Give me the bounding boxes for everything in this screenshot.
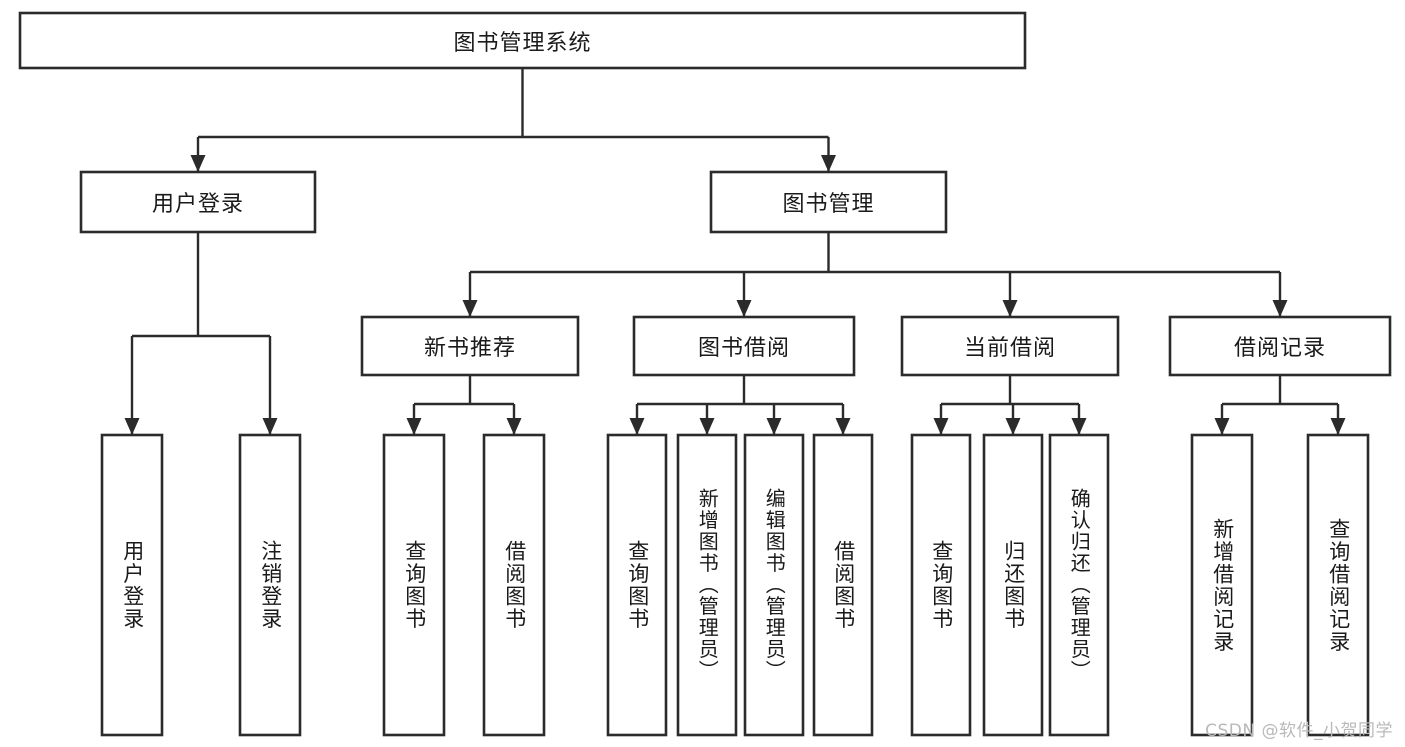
arrow-head-icon-current-borrow [1002,300,1018,317]
arrow-head-icon-leaf-borrow-book-2 [835,418,851,435]
arrow-head-icon-leaf-add-record [1214,418,1230,435]
arrow-head-icon-user-login [190,155,206,172]
node-leaf-borrow-book-1[interactable] [482,433,546,737]
node-book-manage[interactable] [709,170,948,234]
node-leaf-add-book[interactable] [676,433,738,737]
node-leaf-user-logout[interactable] [238,433,302,737]
node-user-login[interactable] [79,170,317,234]
node-leaf-query-record[interactable] [1306,433,1370,737]
arrow-head-icon-new-book-rec [462,300,478,317]
node-leaf-query-book-3[interactable] [910,433,972,737]
arrow-head-icon-book-manage [821,155,836,172]
arrow-head-icon-leaf-user-logout [262,418,278,435]
arrow-head-icon-leaf-return-book [1005,418,1021,435]
arrow-head-icon-leaf-query-record [1330,418,1346,435]
node-leaf-user-login[interactable] [100,433,164,737]
arrow-head-icon-leaf-query-book-2 [629,418,645,435]
arrow-head-icon-leaf-query-book-3 [933,418,949,435]
arrow-head-icon-borrow-record [1272,300,1288,317]
arrow-head-icon-leaf-borrow-book-1 [506,418,522,435]
arrow-head-icon-leaf-edit-book [766,418,782,435]
arrow-head-icon-leaf-user-login [124,418,140,435]
node-leaf-query-book-2[interactable] [606,433,668,737]
arrow-head-icon-leaf-add-book [699,418,715,435]
node-leaf-query-book-1[interactable] [382,433,446,737]
node-leaf-borrow-book-2[interactable] [812,433,874,737]
node-root-图书管理系统[interactable] [18,11,1027,70]
connector-layer [124,68,1346,435]
node-leaf-return-book[interactable] [982,433,1044,737]
node-current-borrow[interactable] [900,315,1120,377]
node-leaf-edit-book[interactable] [743,433,805,737]
node-box-layer [18,11,1392,737]
node-leaf-confirm-return[interactable] [1048,433,1110,737]
node-borrow-record[interactable] [1168,315,1392,377]
node-new-book-rec[interactable] [360,315,580,377]
node-leaf-add-record[interactable] [1190,433,1254,737]
arrow-head-icon-leaf-confirm-return [1071,418,1087,435]
arrow-head-icon-book-borrow [736,300,752,317]
node-book-borrow[interactable] [632,315,856,377]
arrow-head-icon-leaf-query-book-1 [406,418,422,435]
